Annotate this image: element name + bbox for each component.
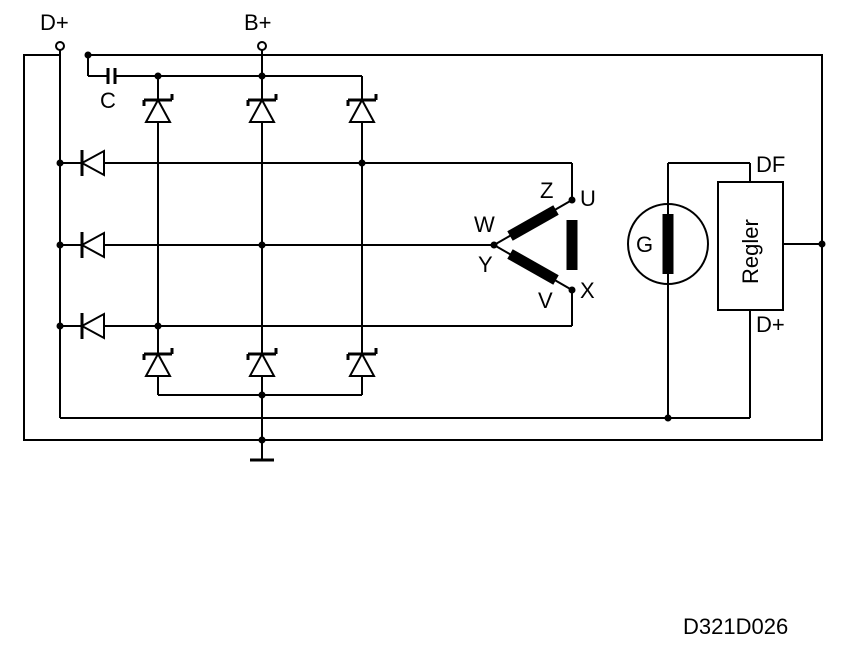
regulator-label-df: DF [756,152,785,177]
node-u [568,196,576,204]
terminal-label-d-plus: D+ [40,10,69,35]
zener-diode-lower-3 [346,348,378,377]
drawing-code: D321D026 [683,614,788,639]
exciter-diode-1 [79,149,105,177]
stator-label-w: W [474,212,495,237]
stator-winding-yv [507,249,559,285]
regulator-label-d-plus: D+ [756,312,785,337]
zener-diode-lower-2 [246,348,278,377]
regulator-label: Regler [738,219,763,284]
outer-frame-wire [23,54,823,441]
exciter-diode-3 [79,312,105,340]
rotor-label: G [636,232,653,257]
b-plus-terminal [257,41,267,51]
stator-label-z: Z [540,178,553,203]
capacitor-label: C [100,88,116,113]
terminal-label-b-plus: B+ [244,10,272,35]
exciter-diode-2 [79,231,105,259]
regulator-box [717,181,784,311]
junction-dots [56,51,826,444]
zener-diode-upper-1 [142,94,174,123]
zener-diode-lower-1 [142,348,174,377]
stator-label-x: X [580,278,595,303]
zener-diode-upper-3 [346,94,378,123]
star-point [490,241,498,249]
stator-label-u: U [580,186,596,211]
node-x [568,286,576,294]
stator-winding-wz [507,205,559,241]
stator-label-y: Y [478,252,493,277]
stator-label-v: V [538,288,553,313]
zener-diode-upper-2 [246,94,278,123]
d-plus-terminal [55,41,65,51]
